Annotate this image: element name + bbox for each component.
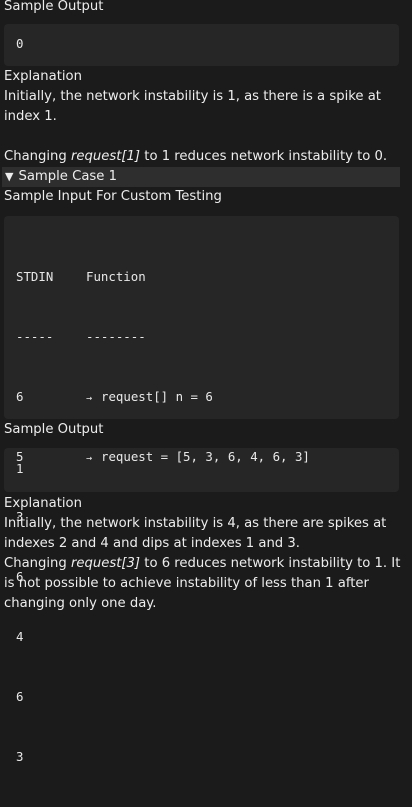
- stdin-header-row: STDIN Function: [16, 267, 399, 287]
- explanation-heading: Explanation: [4, 496, 82, 511]
- arrow-right-icon: →: [86, 453, 93, 464]
- input-row: 3: [16, 509, 24, 524]
- changing-prefix: Changing: [4, 556, 71, 571]
- sample-output-value: 0: [16, 36, 24, 51]
- explanation-changing: Changing request[3] to 6 reduces network…: [0, 554, 412, 614]
- sample-input-box: STDIN Function ------------- 6→request[] …: [4, 216, 399, 764]
- sample-output-heading: Sample Output: [4, 0, 104, 14]
- sample-output-box: 0: [4, 24, 399, 66]
- explanation-line: Initially, the network instability is 4,…: [4, 516, 387, 551]
- explanation-changing: Changing request[1] to 1 reduces network…: [0, 147, 412, 167]
- explanation-heading: Explanation: [4, 69, 82, 84]
- sample-output-value: 1: [16, 461, 24, 476]
- triangle-down-icon: ▼: [5, 170, 14, 183]
- changing-request: request[1]: [70, 149, 141, 164]
- function-column-label: Function: [86, 269, 146, 284]
- input-row: 4: [16, 629, 24, 644]
- sample-output-heading: Sample Output: [4, 422, 104, 437]
- sample-case-1-toggle[interactable]: ▼ Sample Case 1: [2, 167, 400, 187]
- input-row: 6: [16, 689, 24, 704]
- arrow-right-icon: →: [86, 393, 93, 404]
- changing-prefix: Changing: [4, 149, 71, 164]
- explanation-line: Initially, the network instability is 1,…: [4, 89, 381, 124]
- sample-output-box: 1: [4, 448, 399, 492]
- input-row: 6: [16, 569, 24, 584]
- changing-request: request[3]: [70, 556, 141, 571]
- input-row: 5→request = [5, 3, 6, 4, 6, 3]: [16, 447, 399, 467]
- changing-suffix: to 1 reduces network instability to 0.: [140, 149, 388, 164]
- sample-case-1-title: Sample Case 1: [18, 169, 117, 184]
- input-row: 3: [16, 749, 24, 764]
- sample-input-heading: Sample Input For Custom Testing: [4, 189, 222, 204]
- stdin-column-label: STDIN: [16, 269, 54, 284]
- problem-content: Sample Output 0 Explanation Initially, t…: [0, 0, 412, 764]
- separator-row: -------------: [16, 329, 146, 344]
- input-row: 6→request[] n = 6: [16, 387, 399, 407]
